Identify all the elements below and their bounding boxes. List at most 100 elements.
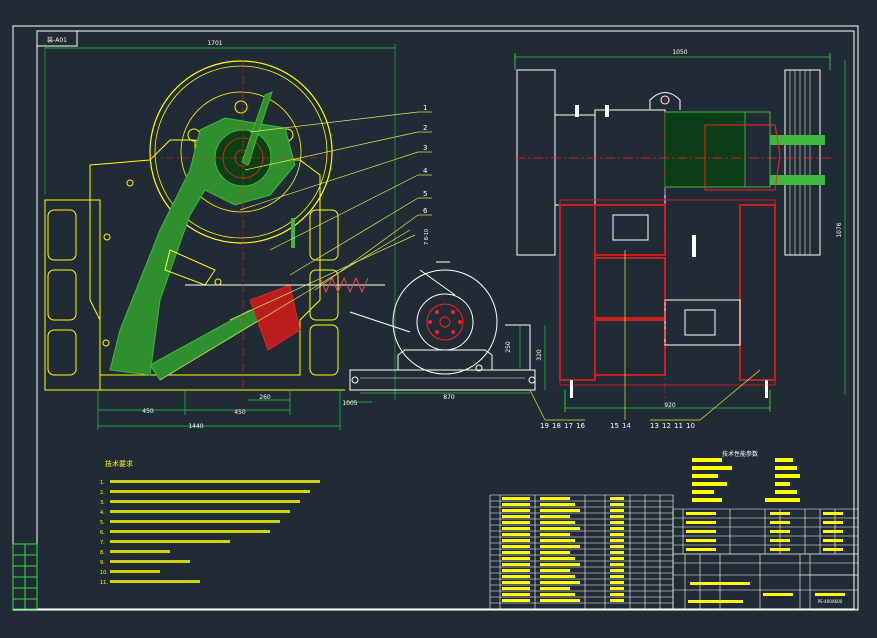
title-tag: 装-A01 xyxy=(47,36,67,44)
bom-cell xyxy=(502,503,530,506)
bom-cell xyxy=(502,569,530,572)
bom-cell xyxy=(610,539,624,542)
bom-cell xyxy=(540,581,580,584)
bom-cell xyxy=(823,530,843,533)
bom-cell xyxy=(502,497,530,500)
note-number: 10. xyxy=(100,570,108,576)
note-text xyxy=(110,510,290,513)
bom-cell xyxy=(540,533,570,536)
notes-lines: 1.2.3.4.5.6.7.8.9.10.11. xyxy=(100,480,320,586)
bom-cell xyxy=(540,521,575,524)
bom-cell xyxy=(686,512,716,515)
motor-view: 250 320 870 1005 19 18 17 16 xyxy=(342,261,585,430)
note-text xyxy=(110,570,160,573)
label-14: 14 xyxy=(622,422,631,430)
side-top-dim: 1050 xyxy=(672,49,687,56)
bom-cell xyxy=(540,599,580,602)
bom-cell xyxy=(610,545,624,548)
label-17: 17 xyxy=(564,422,573,430)
bom-cell xyxy=(610,587,624,590)
dim-250: 250 xyxy=(505,341,512,353)
bom-cell xyxy=(540,593,575,596)
note-text xyxy=(110,520,280,523)
note-text xyxy=(110,560,190,563)
bom-cell xyxy=(540,515,570,518)
dim-450-mid: 450 xyxy=(234,409,246,416)
note-text xyxy=(110,580,200,583)
side-right-dim: 1076 xyxy=(836,222,843,237)
note-text xyxy=(110,550,170,553)
dim-260: 260 xyxy=(259,394,271,401)
bom-cell xyxy=(610,581,624,584)
note-number: 4. xyxy=(100,510,105,516)
bom-cell xyxy=(540,509,580,512)
bom-cell xyxy=(610,509,624,512)
bom-cell xyxy=(540,563,580,566)
bom-cell xyxy=(502,575,530,578)
bom-cell xyxy=(540,587,570,590)
binding-strip xyxy=(12,543,38,610)
callout-7-10: 7 8-10 xyxy=(424,229,430,245)
notes-heading: 技术要求 xyxy=(105,459,133,468)
bom-cell xyxy=(502,563,530,566)
bom-cell xyxy=(770,548,790,551)
note-number: 7. xyxy=(100,540,105,546)
callout-6: 6 xyxy=(423,207,428,215)
bom-cell xyxy=(502,539,530,542)
label-12: 12 xyxy=(662,422,671,430)
bom-cell xyxy=(502,587,530,590)
note-number: 1. xyxy=(100,480,105,486)
bom-cell xyxy=(502,533,530,536)
note-number: 3. xyxy=(100,500,105,506)
spec-block: 技术性能参数 xyxy=(692,450,800,502)
front-view: 1701 xyxy=(44,40,432,430)
callout-1: 1 xyxy=(423,104,427,112)
note-number: 9. xyxy=(100,560,105,566)
bom-cell xyxy=(502,545,530,548)
bom-cell xyxy=(502,551,530,554)
bom-cell xyxy=(610,521,624,524)
bom-cell xyxy=(770,512,790,515)
dim-870: 870 xyxy=(443,394,455,401)
bom-cell xyxy=(540,545,580,548)
note-number: 2. xyxy=(100,490,105,496)
bom-cell xyxy=(610,557,624,560)
dim-1005: 1005 xyxy=(342,400,357,407)
note-number: 5. xyxy=(100,520,105,526)
note-text xyxy=(110,500,300,503)
bom-cell xyxy=(770,539,790,542)
bom-cell xyxy=(610,593,624,596)
bom-cell xyxy=(815,593,845,596)
callout-3: 3 xyxy=(423,144,427,152)
note-text xyxy=(110,490,310,493)
bom-cell xyxy=(770,521,790,524)
bom-cell xyxy=(502,581,530,584)
drawing-frame: 装-A01 xyxy=(12,25,859,611)
bom-cell xyxy=(610,515,624,518)
bom-cell xyxy=(686,521,716,524)
bom-cell xyxy=(610,575,624,578)
bom-cell xyxy=(502,515,530,518)
bom-cell xyxy=(763,593,793,596)
note-text xyxy=(110,540,230,543)
bom-cell xyxy=(688,600,743,603)
drawing-number: PE-400X600 xyxy=(818,599,843,604)
bom-cell xyxy=(770,530,790,533)
label-16: 16 xyxy=(576,422,585,430)
bom-cell xyxy=(502,557,530,560)
bom-cell xyxy=(502,593,530,596)
bom-cell xyxy=(540,557,575,560)
callout-5: 5 xyxy=(423,190,427,198)
bom-cell xyxy=(502,521,530,524)
bom-cell xyxy=(502,509,530,512)
note-text xyxy=(110,530,270,533)
bom-cell xyxy=(540,503,575,506)
dim-450-left: 450 xyxy=(142,408,154,415)
bom-cell xyxy=(610,497,624,500)
bom-cell xyxy=(610,563,624,566)
technical-notes: 技术要求 1.2.3.4.5.6.7.8.9.10.11. xyxy=(100,459,320,586)
bom-cell xyxy=(686,548,716,551)
bom-cell xyxy=(610,527,624,530)
front-bottom-dims xyxy=(97,390,341,430)
